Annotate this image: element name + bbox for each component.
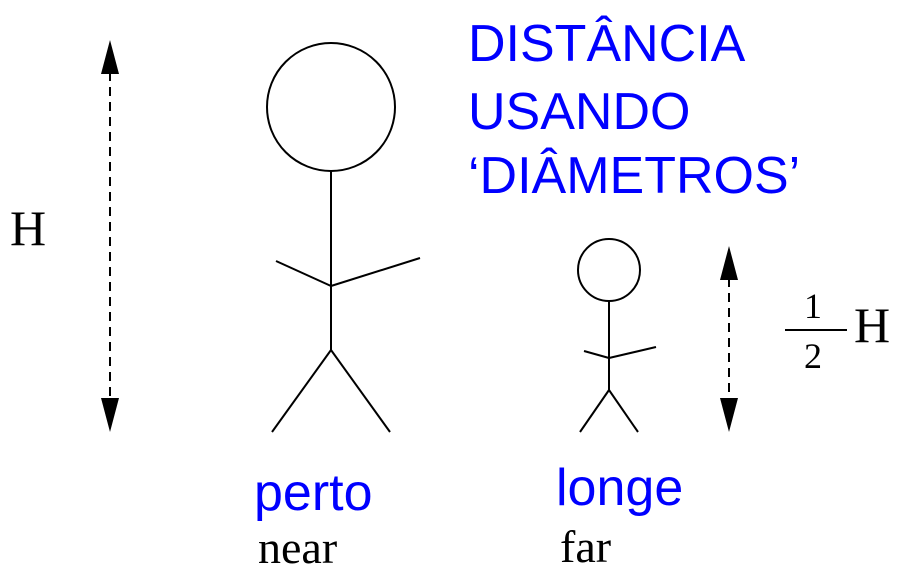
title-line-1: DISTÂNCIA — [468, 15, 746, 73]
far-stick-figure — [577, 238, 657, 433]
near-arrow-head-bottom — [101, 398, 119, 432]
title-line-2: USANDO — [468, 83, 691, 141]
far-arrow-head-top — [720, 246, 738, 280]
far-height-arrow — [720, 246, 738, 432]
near-figure-arm-left — [275, 260, 332, 287]
far-label-portuguese: longe — [556, 459, 684, 517]
far-figure-leg-right — [608, 389, 639, 433]
near-height-arrow — [101, 40, 119, 432]
far-label-english: far — [560, 521, 612, 570]
title-line-3: ‘DIÂMETROS’ — [468, 147, 801, 205]
fraction-denominator: 2 — [804, 336, 822, 376]
far-arrow-head-bottom — [720, 398, 738, 432]
near-figure-head — [266, 42, 396, 172]
fraction-numerator: 1 — [804, 286, 822, 326]
near-figure-leg-right — [330, 349, 391, 433]
far-height-label: H — [854, 297, 891, 353]
near-arrow-head-top — [101, 40, 119, 74]
far-figure-head — [577, 238, 641, 302]
far-figure-arm-right — [608, 346, 657, 359]
near-stick-figure — [266, 42, 421, 433]
near-label-english: near — [258, 522, 338, 570]
far-figure-leg-left — [579, 389, 610, 433]
near-height-label: H — [10, 200, 47, 256]
near-figure-leg-left — [271, 349, 332, 433]
near-figure-arm-right — [330, 257, 421, 287]
far-figure-arm-left — [583, 350, 610, 359]
near-label-portuguese: perto — [254, 464, 373, 522]
